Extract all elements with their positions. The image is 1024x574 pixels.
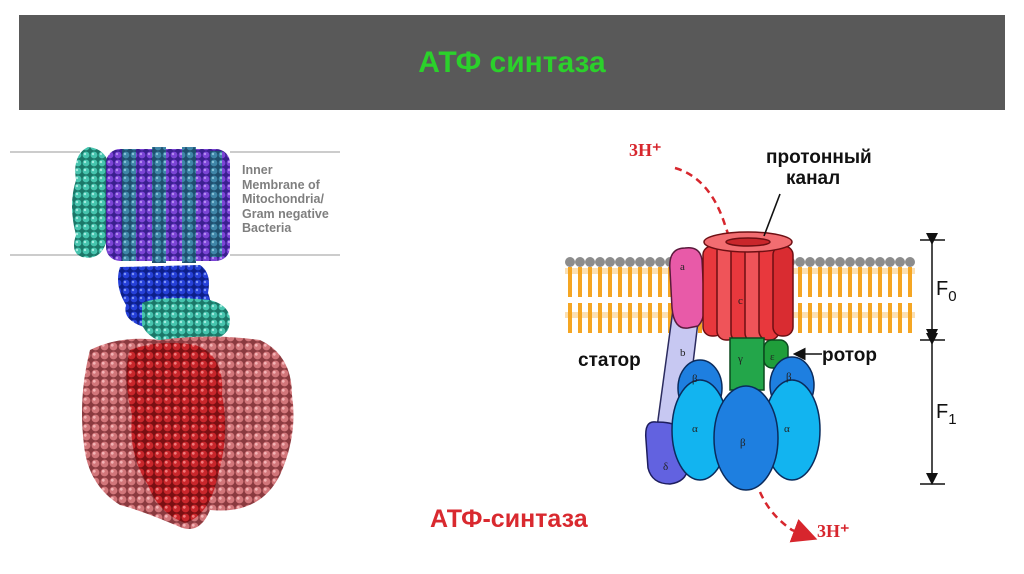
f1-subscript: 1 (948, 411, 956, 428)
c-ring-barrel (106, 147, 230, 263)
f1-label: F1 (936, 401, 957, 424)
channel-label-line1: протонный (766, 147, 872, 169)
f1-main: F (936, 401, 948, 423)
f0-label: F0 (936, 278, 957, 301)
diagram-caption: АТФ-синтаза (430, 505, 588, 534)
stator-label: статор (578, 350, 641, 372)
a-subunit (670, 248, 705, 328)
channel-label-line2: канал (786, 168, 840, 190)
f0-subscript: 0 (948, 288, 956, 305)
proton-path-out (760, 492, 808, 536)
subunit-gamma-label: γ (737, 353, 743, 365)
peripheral-stalk (72, 147, 110, 258)
subunit-alpha-right-label: α (784, 423, 790, 435)
subunit-beta-right-label: β (786, 371, 792, 383)
subunit-delta-label: δ (663, 461, 668, 473)
beta-subunit-front (714, 386, 778, 490)
slide-title: АТФ синтаза (418, 46, 606, 80)
proton-in-label: 3H⁺ (629, 140, 662, 161)
c-ring (703, 232, 793, 342)
title-bar: АТФ синтаза (19, 15, 1005, 110)
atp-synthase-schematic: a b c γ ε α α β β β δ (560, 130, 1000, 550)
subunit-beta-front-label: β (740, 437, 746, 449)
rotor-label: ротор (822, 345, 877, 367)
subunit-epsilon-label: ε (770, 351, 775, 363)
membrane-note: Inner Membrane of Mitochondria/ Gram neg… (242, 163, 362, 236)
proton-out-label: 3H⁺ (817, 521, 850, 542)
subunit-a-label: a (680, 261, 685, 273)
subunit-b-label: b (680, 347, 686, 359)
subunit-beta-left-label: β (692, 373, 698, 385)
channel-pointer (764, 194, 780, 236)
subunit-alpha-left-label: α (692, 423, 698, 435)
f0-main: F (936, 278, 948, 300)
gamma-subunit (730, 338, 764, 390)
subunit-c-label: c (738, 295, 743, 307)
